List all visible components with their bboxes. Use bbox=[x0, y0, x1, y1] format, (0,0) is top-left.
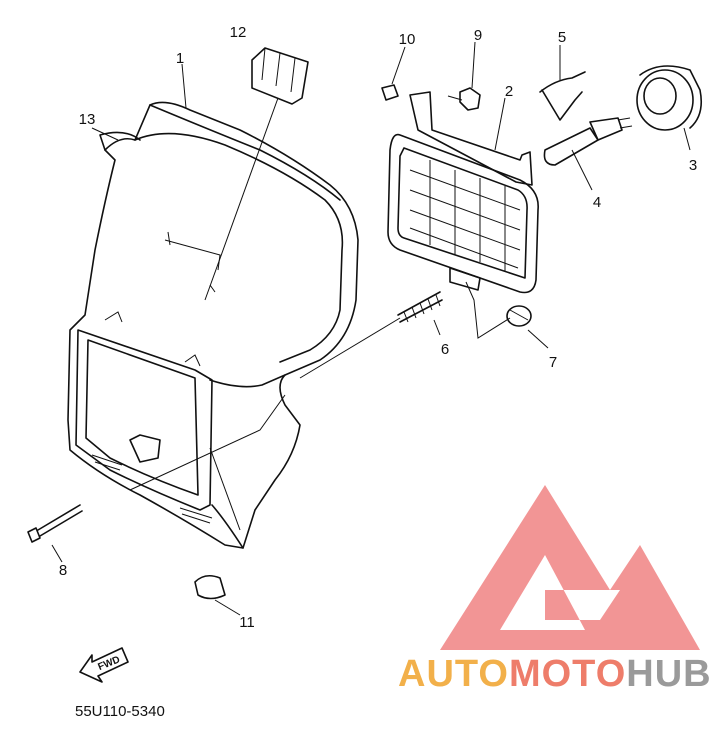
callout-7: 7 bbox=[549, 354, 557, 371]
headlight-bulb bbox=[543, 117, 633, 166]
adjusting-spring bbox=[397, 291, 443, 323]
forward-arrow-icon: FWD bbox=[79, 647, 129, 683]
headlight-cowl bbox=[67, 101, 359, 549]
callout-6: 6 bbox=[441, 341, 449, 358]
mounting-bolt bbox=[27, 504, 83, 543]
callout-8: 8 bbox=[59, 562, 67, 579]
diagram-code: 55U110-5340 bbox=[75, 703, 165, 720]
callout-3: 3 bbox=[689, 157, 697, 174]
watermark-brand-part1: AUTO bbox=[398, 653, 509, 695]
connector-block bbox=[251, 47, 309, 105]
headlight-socket bbox=[636, 65, 703, 131]
leader-lines bbox=[51, 41, 691, 616]
callout-11: 11 bbox=[239, 614, 255, 631]
callout-5: 5 bbox=[558, 29, 566, 46]
callout-4: 4 bbox=[593, 194, 601, 211]
watermark-brand: AUTOMOTOHUB bbox=[398, 653, 712, 695]
adjusting-screw bbox=[447, 87, 481, 111]
callout-10: 10 bbox=[399, 31, 416, 48]
callout-12: 12 bbox=[230, 24, 247, 41]
callout-13: 13 bbox=[79, 111, 96, 128]
callout-labels: 1 2 3 4 5 6 7 8 9 10 11 12 13 bbox=[59, 24, 697, 631]
rubber-grommet bbox=[506, 305, 532, 327]
watermark-triangle-logo bbox=[440, 485, 700, 650]
damper bbox=[194, 574, 226, 600]
callout-1: 1 bbox=[176, 50, 184, 67]
nut bbox=[381, 84, 399, 101]
watermark-brand-part3: HUB bbox=[626, 653, 711, 695]
bulb-spring-clip bbox=[539, 71, 586, 121]
callout-9: 9 bbox=[474, 27, 482, 44]
watermark-logo bbox=[440, 485, 700, 650]
watermark-brand-part2: MOTO bbox=[509, 653, 626, 695]
headlight-unit bbox=[387, 91, 539, 294]
callout-2: 2 bbox=[505, 83, 513, 100]
